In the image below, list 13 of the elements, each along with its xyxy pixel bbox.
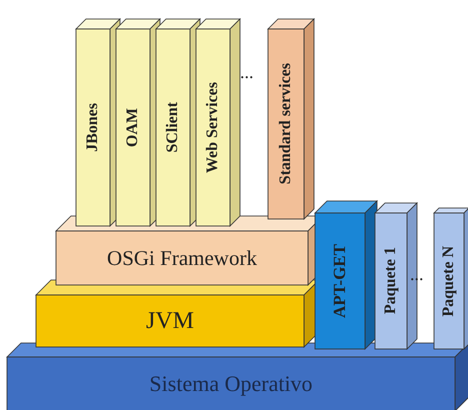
column-label: APT-GET [330,244,350,318]
ellipsis-text: ... [410,264,424,285]
layer-label: JVM [146,308,194,334]
column-label: Web Services [204,82,222,174]
column-label: SClient [164,102,182,153]
column-label: OAM [124,108,142,148]
layer-label: OSGi Framework [107,246,257,270]
layer-label: Sistema Operativo [149,371,313,397]
column-label: Paquete 1 [382,247,400,315]
column-label: Paquete N [440,246,458,316]
ellipsis-text: ... [240,62,254,83]
column-label: JBones [84,103,102,152]
column-label: Standard services [277,63,295,185]
